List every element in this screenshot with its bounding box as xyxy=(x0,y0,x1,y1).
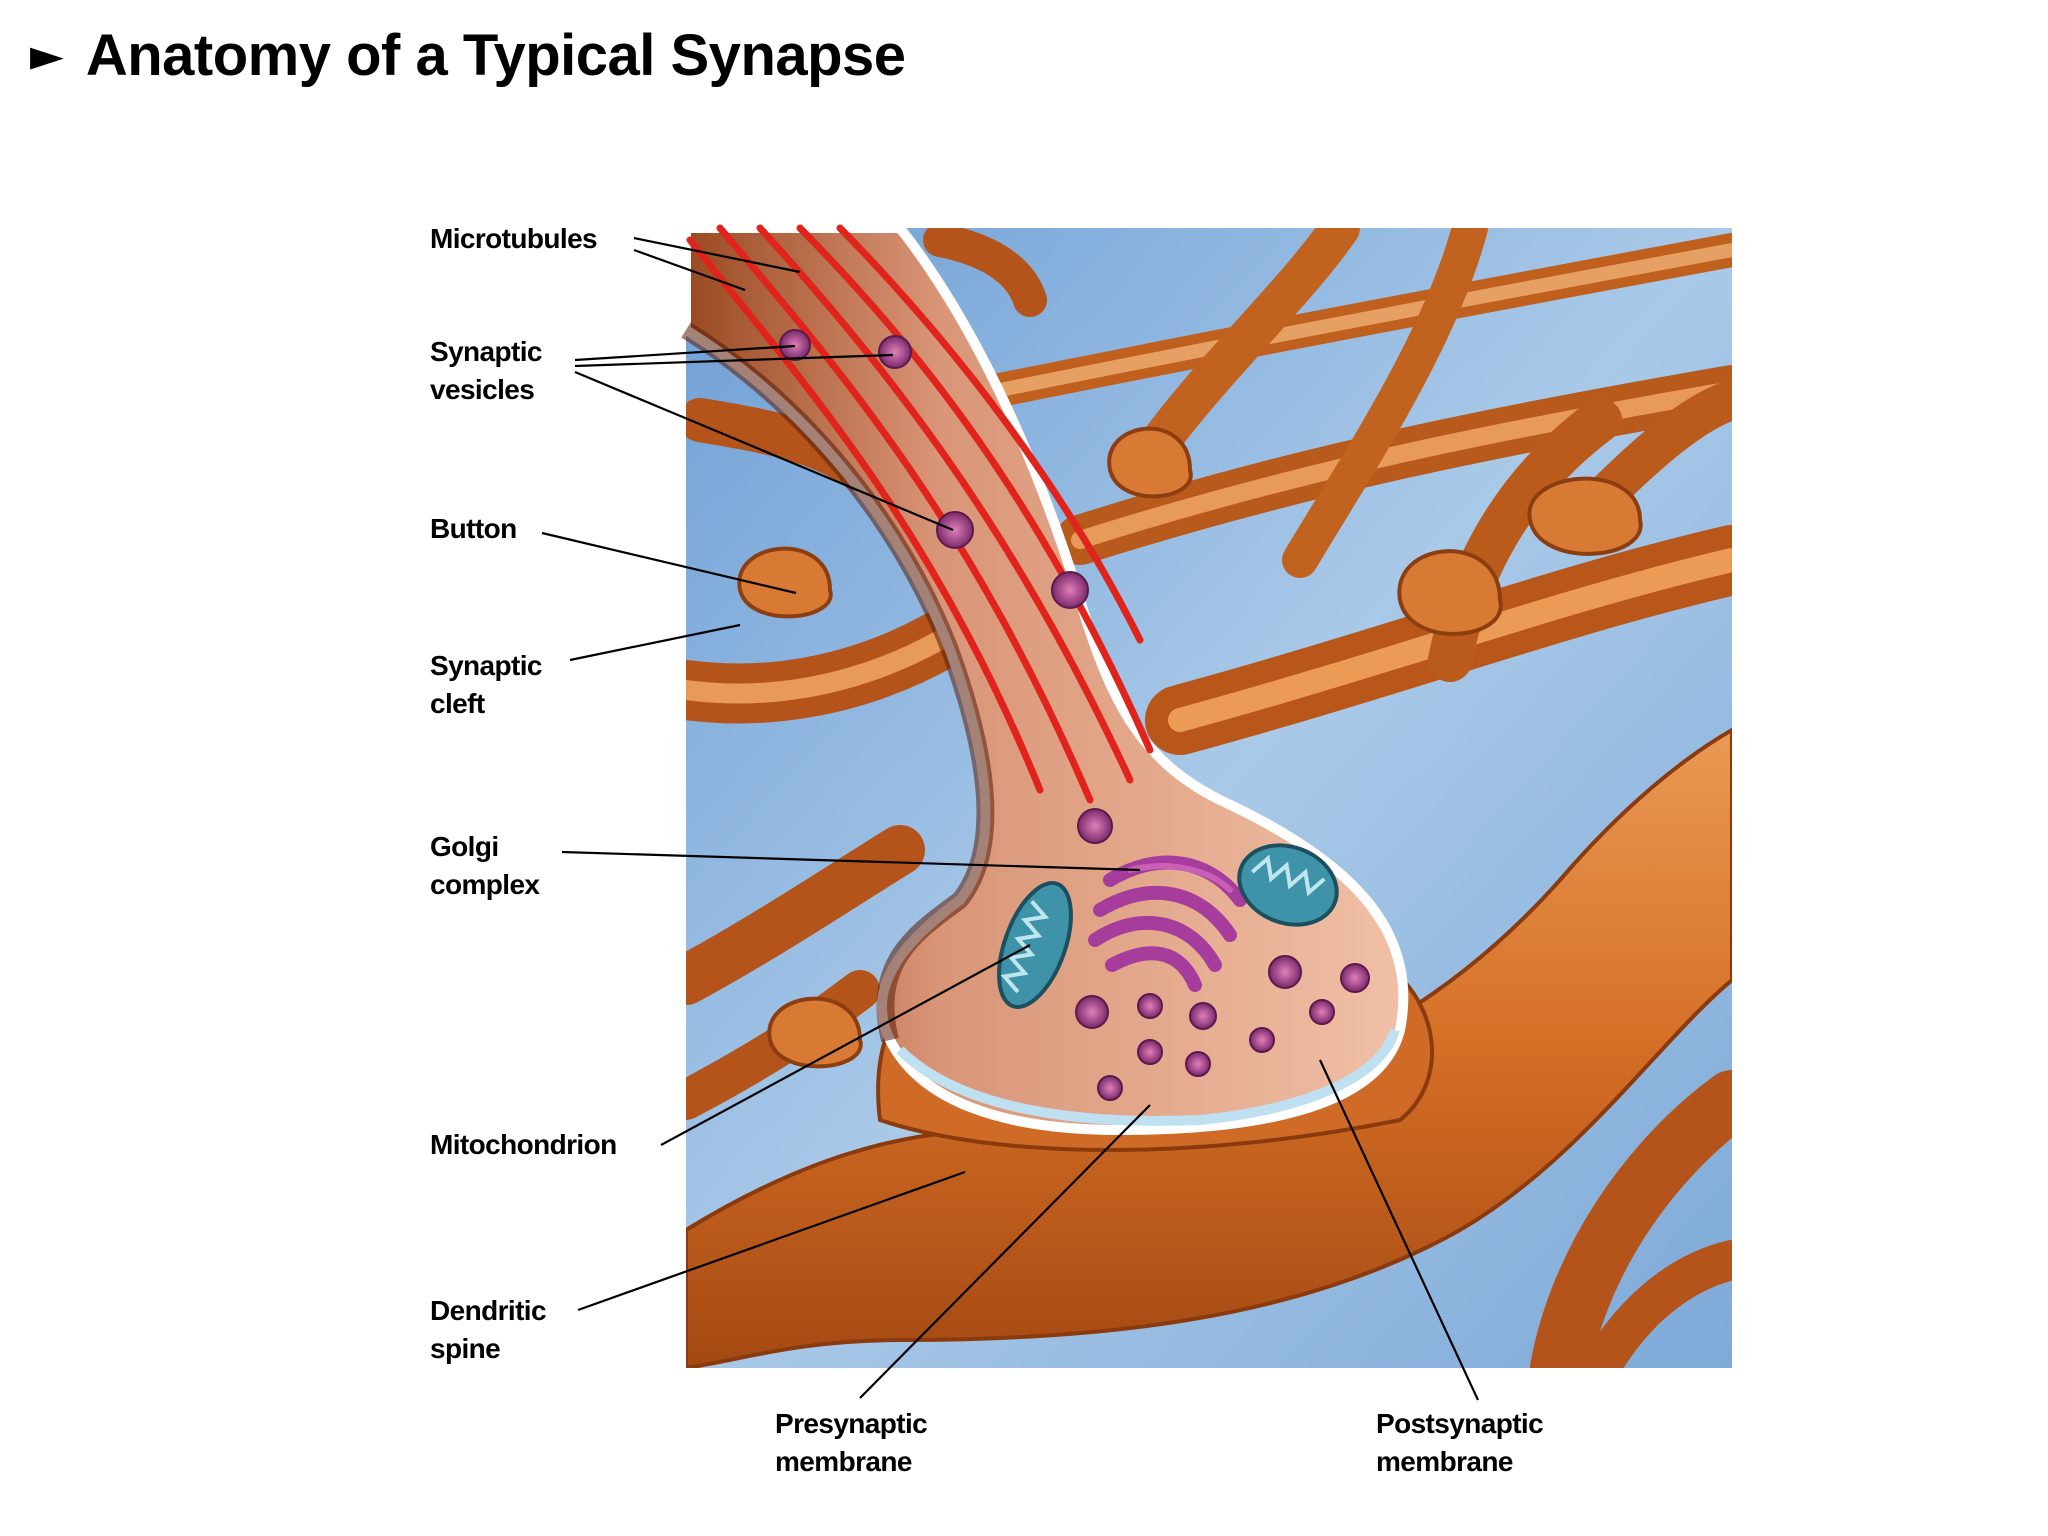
label-synaptic-vesicles: Synaptic vesicles xyxy=(430,333,542,409)
label-dendritic-spine-line1: Dendritic xyxy=(430,1292,546,1330)
label-presynaptic-membrane-line2: membrane xyxy=(775,1443,927,1481)
label-presynaptic-membrane-line1: Presynaptic xyxy=(775,1405,927,1443)
label-presynaptic-membrane: Presynaptic membrane xyxy=(775,1405,927,1481)
label-button: Button xyxy=(430,510,517,548)
label-synaptic-cleft: Synaptic cleft xyxy=(430,647,542,723)
label-synaptic-vesicles-line2: vesicles xyxy=(430,371,542,409)
label-microtubules: Microtubules xyxy=(430,220,597,258)
label-golgi-complex: Golgi complex xyxy=(430,828,539,904)
label-golgi-complex-line2: complex xyxy=(430,866,539,904)
label-synaptic-cleft-line1: Synaptic xyxy=(430,647,542,685)
label-postsynaptic-membrane: Postsynaptic membrane xyxy=(1376,1405,1543,1481)
label-golgi-complex-line1: Golgi xyxy=(430,828,539,866)
label-synaptic-vesicles-line1: Synaptic xyxy=(430,333,542,371)
label-dendritic-spine-line2: spine xyxy=(430,1330,546,1368)
label-postsynaptic-membrane-line2: membrane xyxy=(1376,1443,1543,1481)
label-postsynaptic-membrane-line1: Postsynaptic xyxy=(1376,1405,1543,1443)
label-dendritic-spine: Dendritic spine xyxy=(430,1292,546,1368)
label-synaptic-cleft-line2: cleft xyxy=(430,685,542,723)
label-mitochondrion: Mitochondrion xyxy=(430,1126,617,1164)
